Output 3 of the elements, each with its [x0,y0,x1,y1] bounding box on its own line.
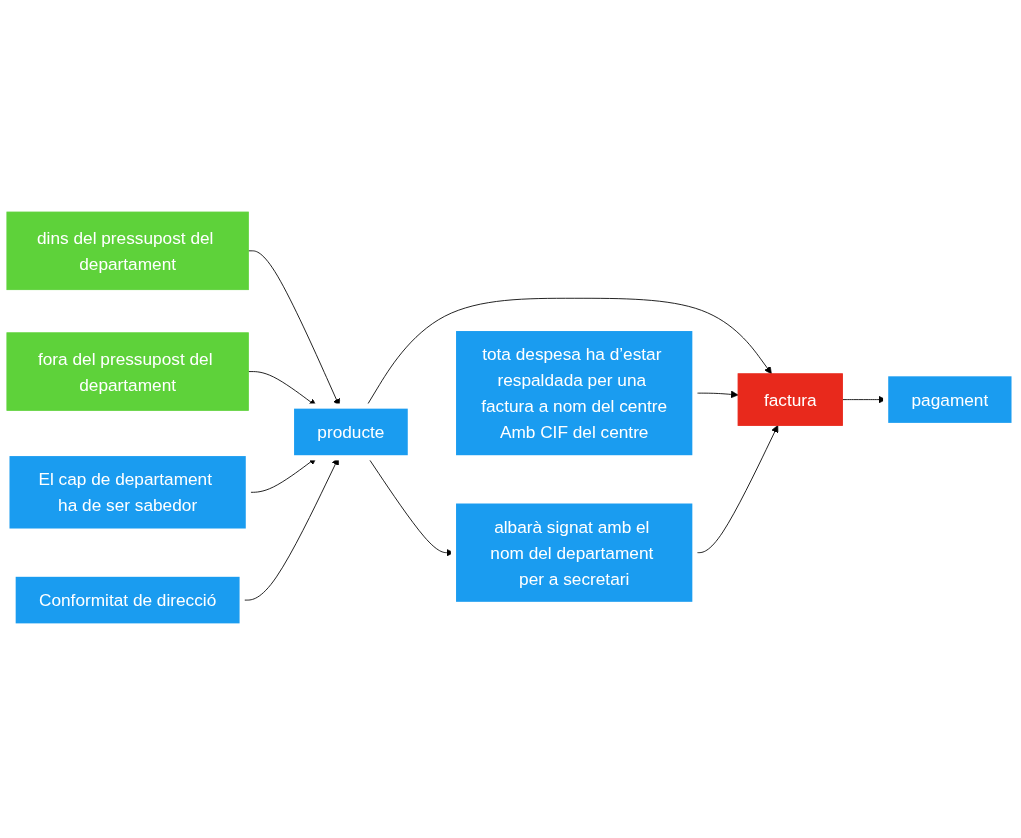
node-box: dins del pressupost del departament [6,211,249,291]
node-box: fora del pressupost del departament [6,332,249,411]
node-box: factura [737,373,843,426]
